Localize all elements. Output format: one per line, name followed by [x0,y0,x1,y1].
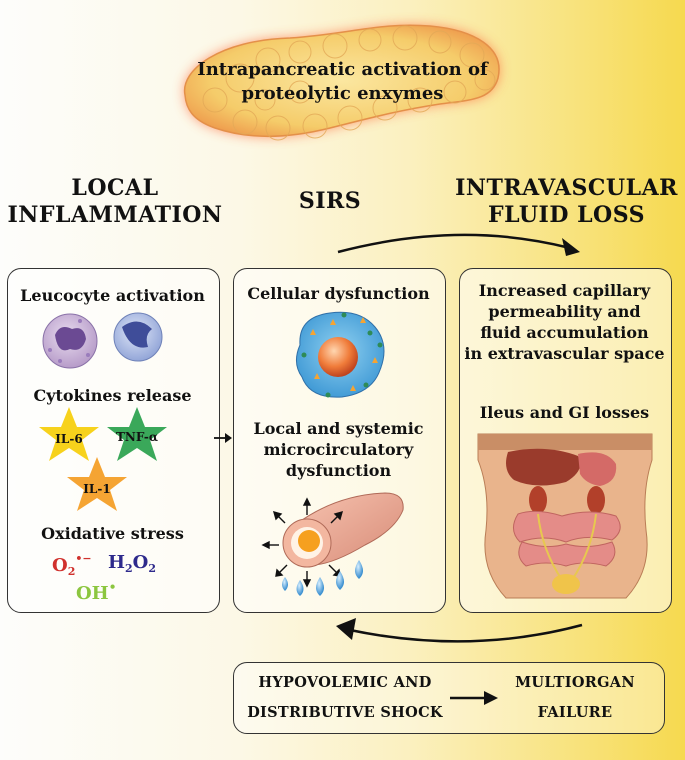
dysfunctional-cell [296,311,385,398]
shock-to-failure-arrow [450,691,498,705]
oh-sup: • [108,580,117,594]
panel-local-inflammation [7,268,220,613]
h2o2-sub-2: 2 [148,562,157,575]
label-cytokines-release: Cytokines release [33,386,192,405]
pancreas-label-line-2: proteolytic enxymes [241,83,444,104]
heading-sirs-line-1: SIRS [298,188,362,214]
star-tnf [107,407,167,461]
capillary-line-1: Increased capillary [478,281,651,300]
heading-intravascular-fluid-loss: INTRAVASCULAR FLUID LOSS [448,175,685,229]
bladder [552,574,580,594]
capillary-line-3: fluid accumulation [480,323,649,342]
leaky-vessel [261,492,404,596]
stomach [578,452,617,486]
o2-base: O [52,555,68,576]
heading-fluid-line-2: FLUID LOSS [487,202,646,228]
heading-fluid-line-1: INTRAVASCULAR [455,175,678,201]
panel-shock-outcome [233,662,665,734]
o2-sub: 2 [67,565,76,578]
star-il1 [67,457,127,511]
liver [506,448,581,486]
micro-line-3: dysfunction [285,461,392,480]
heading-local-line-1: LOCAL [71,175,159,201]
chem-superoxide: O2•− [52,552,92,578]
micro-line-2: microcirculatory [263,440,414,459]
h2o2-o: O [132,552,149,573]
label-leucocyte-activation: Leucocyte activation [20,286,205,305]
cytokine-stars [39,407,167,511]
label-il6: IL-6 [55,432,83,446]
label-ileus-gi-losses: Ileus and GI losses [479,403,650,422]
label-il1: IL-1 [83,482,111,496]
star-il6 [39,407,99,461]
intestines [513,510,621,543]
micro-line-1: Local and systemic [253,419,424,438]
label-multiorgan-failure: MULTIORGAN FAILURE [500,668,650,728]
heading-local-line-2: INFLAMMATION [7,202,223,228]
label-tnf-alpha: TNF-α [115,430,159,444]
o2-sup: •− [75,552,92,565]
capillary-line-2: permeability and [488,302,641,321]
h2o2-sub-1: 2 [125,562,133,575]
label-capillary-permeability: Increased capillary permeability and flu… [459,280,670,364]
label-cellular-dysfunction: Cellular dysfunction [247,284,430,303]
leucocyte-cells [42,312,163,369]
pancreas-label: Intrapancreatic activation of proteolyti… [170,58,515,106]
shock-line-1: HYPOVOLEMIC AND [258,674,432,691]
small-arrow-left-to-mid [214,433,232,443]
pancreas-illustration [183,24,500,141]
pancreas-label-line-1: Intrapancreatic activation of [197,59,488,80]
oh-base: OH [76,583,109,604]
chem-hydroxyl: OH• [76,580,116,604]
heading-sirs: SIRS [280,188,380,215]
chem-hydrogen-peroxide: H2O2 [108,552,156,575]
kidney-right [587,486,605,514]
failure-line-2: FAILURE [537,704,613,721]
kidney-left [529,486,547,514]
failure-line-1: MULTIORGAN [515,674,635,691]
label-hypovolemic-distributive-shock: HYPOVOLEMIC AND DISTRIBUTIVE SHOCK [240,668,450,728]
heading-local-inflammation: LOCAL INFLAMMATION [0,175,230,229]
label-microcirculatory-dysfunction: Local and systemic microcirculatory dysf… [233,418,444,481]
h2o2-h: H [108,552,126,573]
capillary-line-4: in extravascular space [464,344,665,363]
abdominal-organs-illustration [477,433,653,599]
shock-line-2: DISTRIBUTIVE SHOCK [247,704,443,721]
label-oxidative-stress: Oxidative stress [41,524,184,543]
